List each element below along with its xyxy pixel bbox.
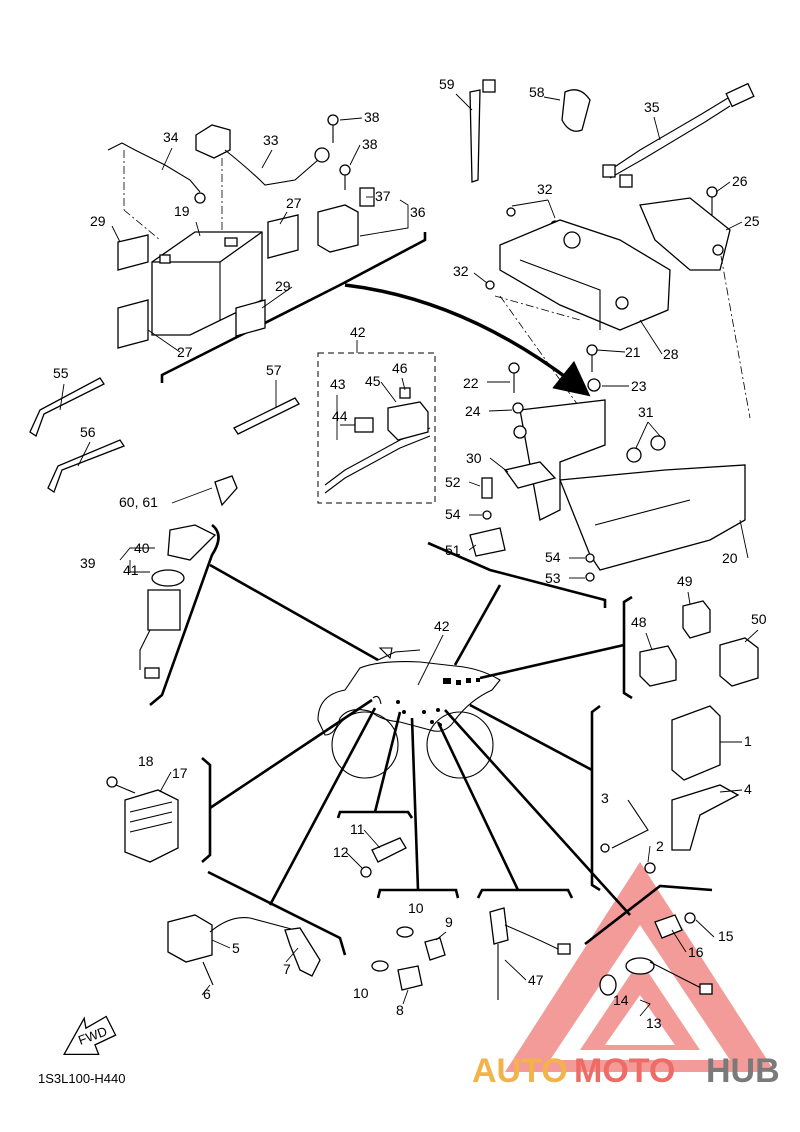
callout-43: 43 [330, 376, 346, 392]
callout-25: 25 [744, 213, 760, 229]
callout-24: 24 [465, 403, 481, 419]
battery-group [107, 114, 375, 349]
callout-32b: 32 [453, 263, 469, 279]
callout-54b: 54 [545, 549, 561, 565]
callout-5: 5 [232, 940, 240, 956]
callout-56: 56 [80, 424, 96, 440]
diagram-code: 1S3L100-H440 [38, 1071, 125, 1086]
callout-45: 45 [365, 373, 381, 389]
callout-44: 44 [332, 408, 348, 424]
callout-53: 53 [545, 570, 561, 586]
left-small-parts [29, 377, 300, 507]
top-right-parts [469, 79, 755, 419]
sensor-11 [360, 837, 407, 878]
callout-7: 7 [283, 961, 291, 977]
callout-2: 2 [656, 838, 664, 854]
callout-33: 33 [263, 132, 279, 148]
callout-1: 1 [744, 733, 752, 749]
callout-17: 17 [172, 765, 188, 781]
callout-50: 50 [751, 611, 767, 627]
callout-20: 20 [722, 550, 738, 566]
motorcycle-silhouette [317, 647, 501, 779]
callout-38a: 38 [364, 109, 380, 125]
callout-11: 11 [350, 821, 365, 837]
callout-47: 47 [528, 972, 544, 988]
callout-16: 16 [688, 944, 704, 960]
group-brackets [149, 232, 713, 956]
callout-59: 59 [439, 76, 455, 92]
callout-39: 39 [80, 555, 96, 571]
callout-10a: 10 [408, 900, 424, 916]
callout-31: 31 [638, 404, 654, 420]
sensor-47 [489, 907, 571, 1000]
callout-41: 41 [123, 562, 139, 578]
callout-10b: 10 [353, 985, 369, 1001]
callout-22: 22 [463, 375, 479, 391]
callout-42a: 42 [350, 324, 366, 340]
callout-28: 28 [663, 346, 679, 362]
watermark-text: AUTO MOTO HUB [472, 1052, 780, 1090]
switches-8-9 [371, 926, 446, 991]
callout-27b: 27 [177, 344, 193, 360]
callout-58: 58 [529, 84, 545, 100]
callout-19: 19 [174, 203, 190, 219]
callout-54a: 54 [445, 506, 461, 522]
callout-46: 46 [392, 360, 408, 376]
callout-15: 15 [718, 928, 734, 944]
callouts: 1 2 3 4 5 6 7 8 9 10 10 11 12 13 14 15 1… [53, 76, 767, 1031]
callout-13: 13 [646, 1015, 662, 1031]
watermark-auto: AUTO [472, 1052, 568, 1090]
callout-55: 55 [53, 365, 69, 381]
callout-49: 49 [677, 573, 693, 589]
callout-32a: 32 [537, 181, 553, 197]
ignition-switch [139, 524, 217, 679]
callout-4: 4 [744, 781, 752, 797]
harness-detail-box [317, 340, 436, 504]
callout-26: 26 [732, 173, 748, 189]
callout-38b: 38 [362, 136, 378, 152]
callout-12: 12 [333, 844, 349, 860]
callout-37: 37 [375, 188, 391, 204]
ignition-coil [167, 914, 321, 986]
callout-14: 14 [613, 992, 629, 1008]
callout-21: 21 [625, 344, 641, 360]
callout-29a: 29 [90, 213, 106, 229]
watermark-hub: HUB [706, 1052, 780, 1090]
callout-30: 30 [466, 450, 482, 466]
callout-27a: 27 [286, 195, 302, 211]
watermark-moto: MOTO [574, 1052, 675, 1090]
rectifier [106, 776, 179, 863]
callout-42b: 42 [434, 618, 450, 634]
callout-6: 6 [203, 986, 211, 1002]
callout-23: 23 [631, 378, 647, 394]
fwd-arrow-icon [63, 1015, 117, 1056]
battery-box [469, 344, 746, 582]
callout-51: 51 [445, 542, 461, 558]
callout-60-61: 60, 61 [119, 494, 158, 510]
callout-34: 34 [163, 129, 179, 145]
callout-35: 35 [644, 99, 660, 115]
callout-8: 8 [396, 1002, 404, 1018]
ecu-group [600, 705, 740, 874]
callout-52: 52 [445, 474, 461, 490]
callout-57: 57 [266, 362, 282, 378]
starter-relay [599, 912, 713, 996]
leader-lines [59, 93, 759, 1017]
callout-29b: 29 [275, 278, 291, 294]
callout-3: 3 [601, 790, 609, 806]
callout-9: 9 [445, 914, 453, 930]
callout-36: 36 [410, 204, 426, 220]
callout-48: 48 [631, 614, 647, 630]
callout-18: 18 [138, 753, 154, 769]
relays [639, 600, 759, 687]
